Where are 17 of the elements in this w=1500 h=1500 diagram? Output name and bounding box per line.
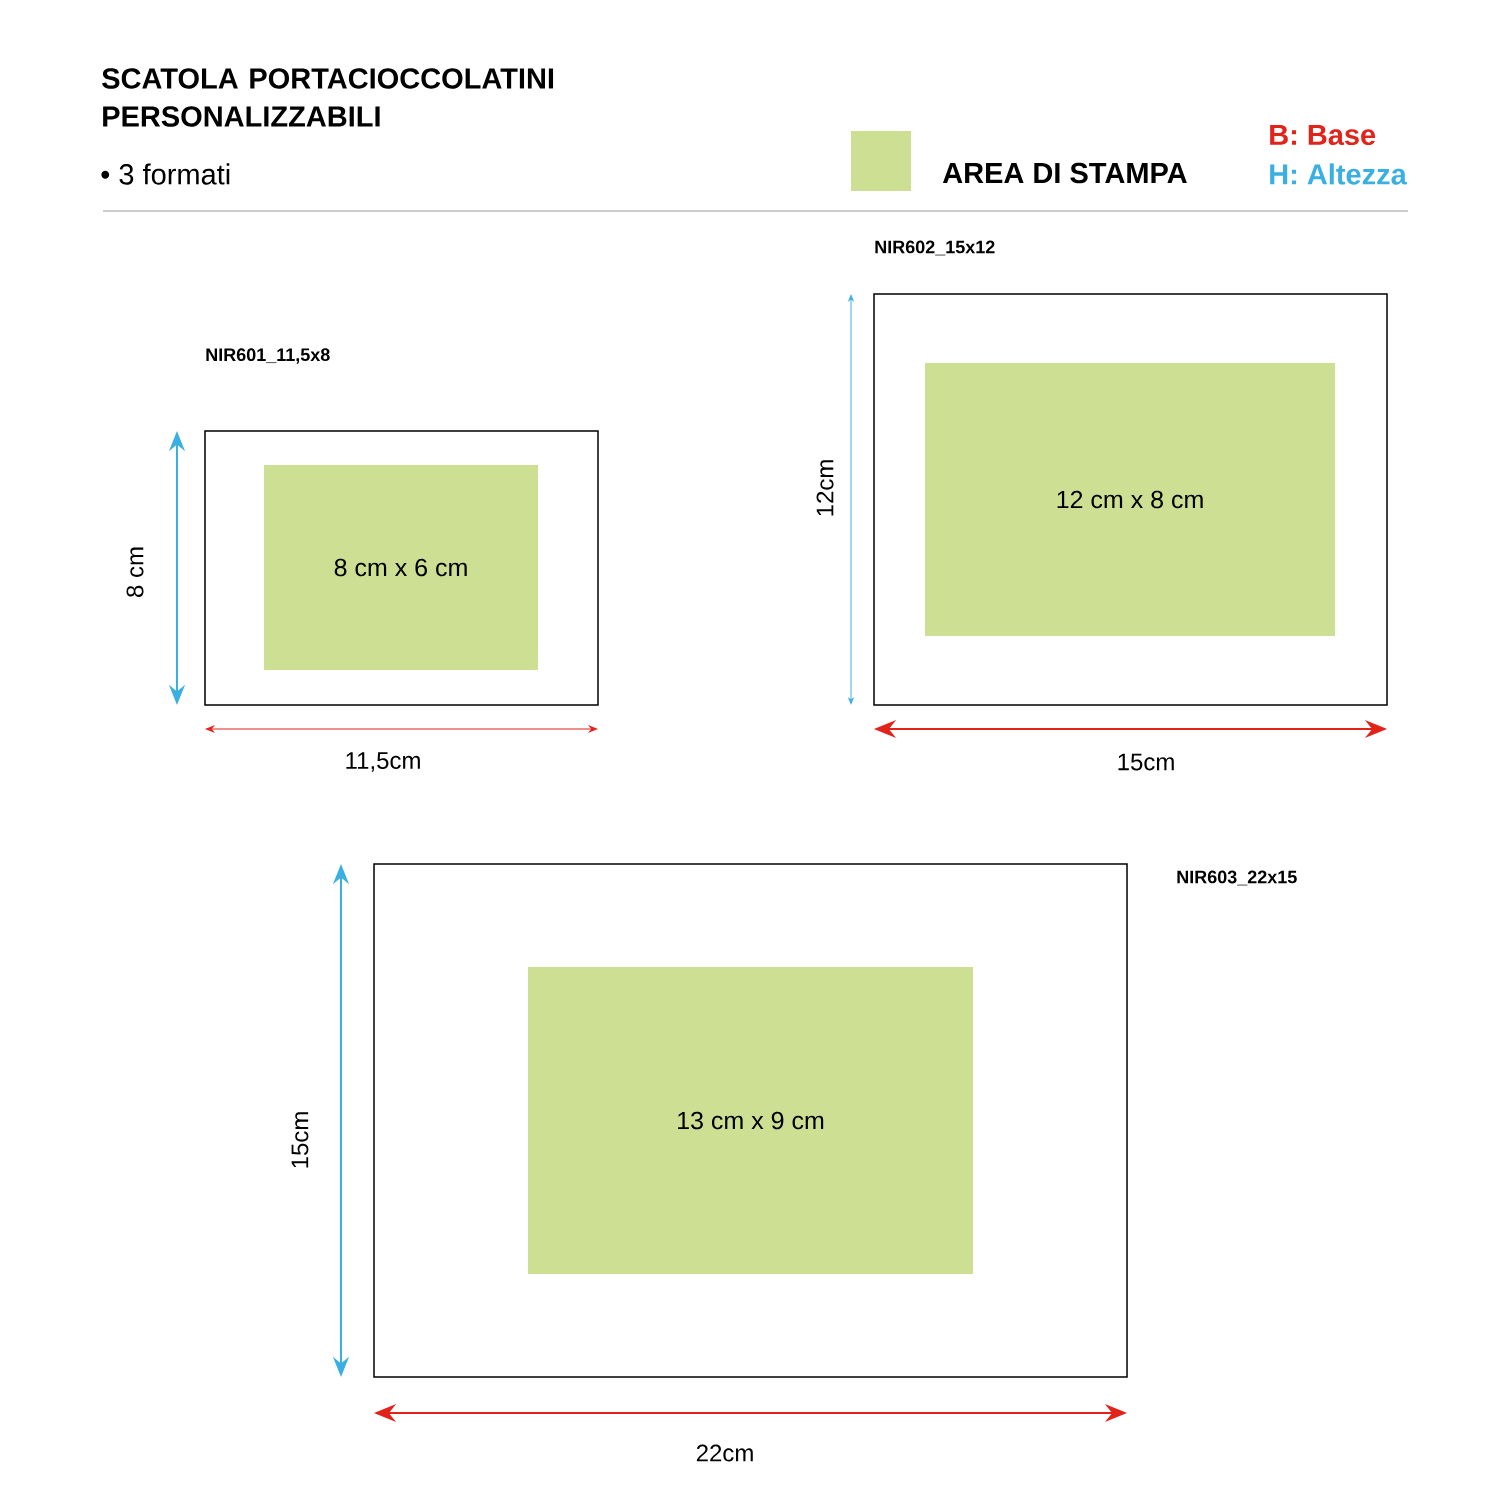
node-label: NIR602_15x12 (875, 240, 995, 256)
dimension-label: 22cm (696, 1444, 753, 1462)
key-label: B: Base (1270, 124, 1376, 146)
print-area: 12 cm x 8 cm (925, 363, 1335, 636)
node-label: NIR603_22x15 (1177, 870, 1297, 886)
dimension-label: 15cm (1118, 753, 1174, 771)
title: SCATOLA PORTACIOCCOLATINI PERSONALIZZABILI (102, 68, 554, 127)
dimension-label: 15cm (291, 1112, 309, 1168)
print-area: 13 cm x 9 cm (528, 967, 973, 1274)
print-area: 8 cm x 6 cm (264, 465, 538, 670)
key-label: H: Altezza (1270, 163, 1407, 185)
dimension-label: 8 cm (126, 547, 144, 597)
dimension-label: 11,5cm (346, 752, 420, 772)
dimension-label: 12cm (816, 460, 834, 516)
node-label: NIR601_11,5x8 (206, 348, 330, 364)
legend-label: AREA DI STAMPA (942, 162, 1187, 184)
bullet-item: • 3 formati (101, 163, 230, 185)
